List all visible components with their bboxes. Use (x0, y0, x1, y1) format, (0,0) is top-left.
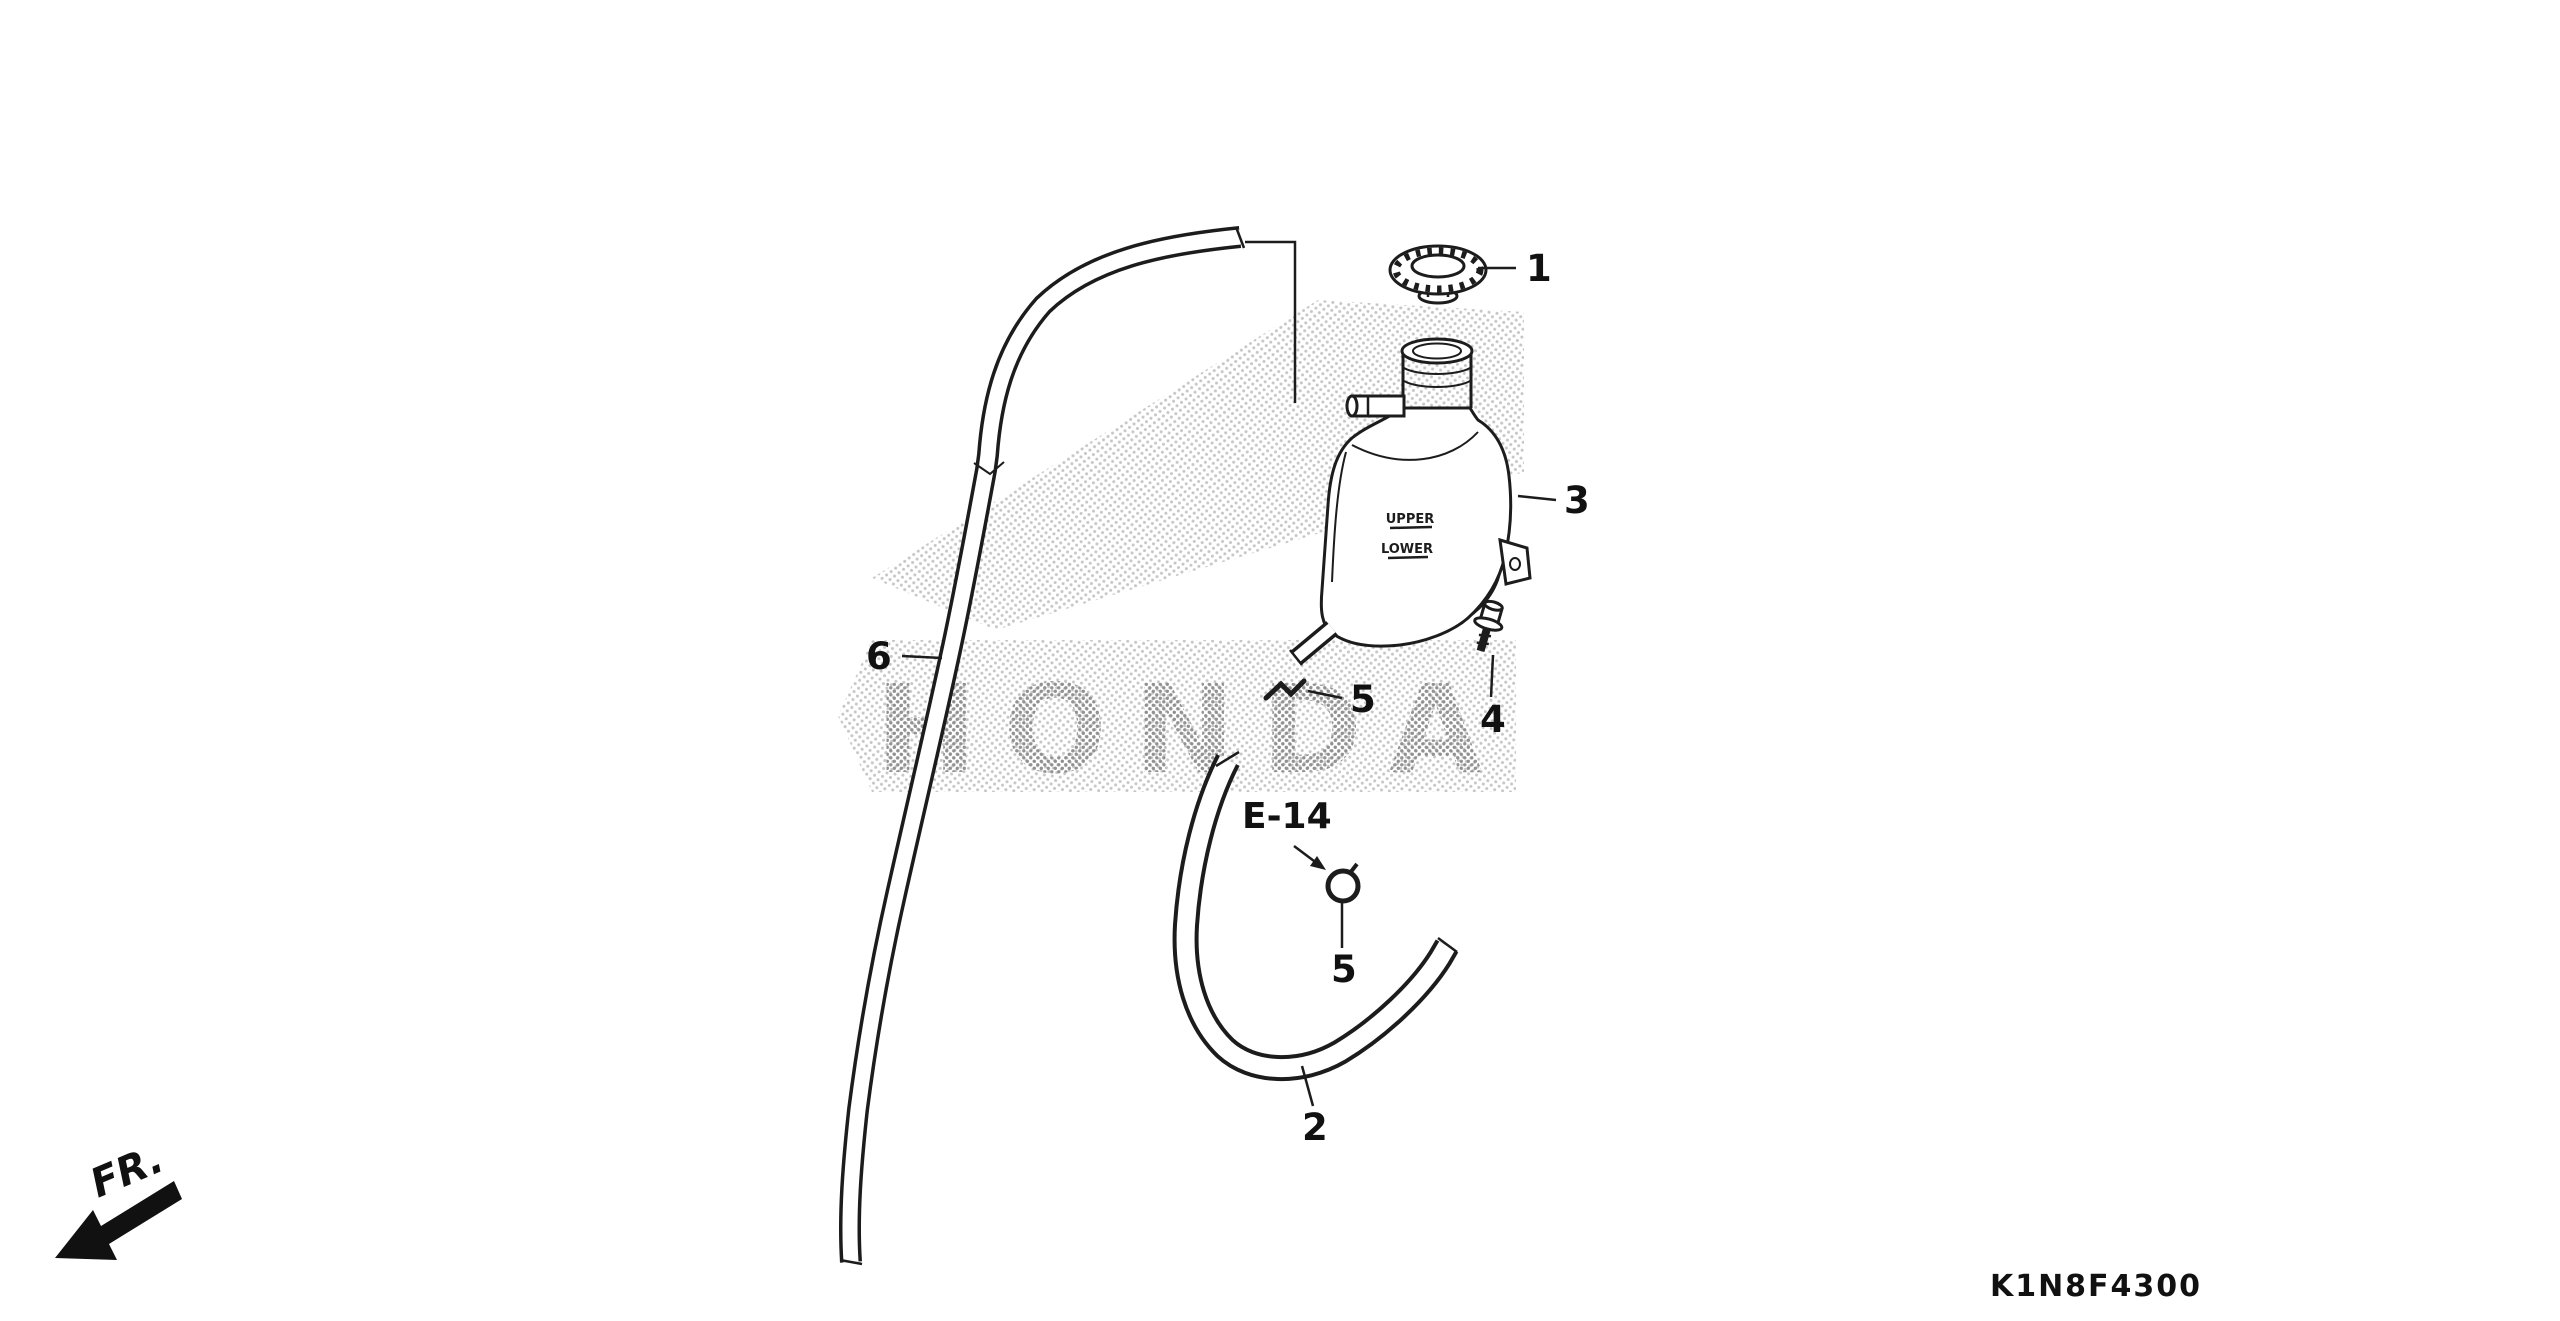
cap-top (1410, 253, 1466, 279)
tank-outlet-spout (1289, 621, 1338, 666)
callout-line-bolt (1489, 654, 1495, 698)
callout-3: 3 (1564, 479, 1590, 522)
hose-clamp-b (1325, 862, 1361, 904)
callout-line-lower-hose (1300, 1065, 1315, 1107)
callout-leaders (901, 266, 1557, 1107)
callout-line-upper-hose (901, 654, 943, 660)
upper-hose-bend-mark (973, 461, 1005, 476)
tank-lower-mark: LOWER (1381, 542, 1433, 557)
watermark-band-lower (838, 640, 1516, 792)
hose-clamp-a (1263, 678, 1307, 701)
tank-left-contour (1331, 451, 1347, 583)
diagram-part-code: K1N8F4300 (1990, 1269, 2202, 1304)
lower-hose-end-cut (1437, 936, 1458, 954)
tank-inlet-tube (1345, 394, 1406, 418)
lower-hose (1172, 750, 1459, 1081)
callout-1: 1 (1526, 247, 1552, 290)
tank-cap (1388, 244, 1488, 305)
upper-hose-bottom-cut (839, 1258, 863, 1266)
callout-6: 6 (866, 635, 892, 678)
cap-knurl-ring (1392, 247, 1484, 293)
e14-label: E-14 (1242, 796, 1332, 837)
e14-arrowhead (1310, 856, 1326, 870)
watermark-band-diagonal (872, 300, 1524, 630)
hose-routing-leader (1245, 240, 1297, 403)
callout-4: 4 (1480, 698, 1506, 741)
lower-hose-top-cut (1215, 750, 1240, 768)
callout-line-clamp-a (1307, 689, 1343, 700)
callout-2: 2 (1302, 1106, 1328, 1149)
reserve-tank: UPPER LOWER (1289, 337, 1532, 666)
upper-hose-top-cut (1234, 226, 1246, 249)
tank-mount-tab (1498, 537, 1532, 586)
front-arrow (55, 1181, 182, 1260)
watermark-halftone: HONDA (838, 300, 1524, 801)
callout-5b: 5 (1331, 948, 1357, 991)
front-direction: FR. (55, 1136, 182, 1260)
watermark-honda-text: HONDA (875, 659, 1509, 801)
e14-reference: E-14 (1242, 796, 1332, 870)
callout-numbers: 1 3 4 5 5 6 2 (866, 247, 1590, 1149)
tank-neck-thread (1403, 367, 1471, 375)
tank-shoulder-seam (1351, 431, 1479, 461)
mount-bolt (1473, 599, 1504, 653)
upper-hose (838, 226, 1246, 1266)
callout-line-tank (1517, 494, 1557, 502)
tank-upper-mark: UPPER (1386, 512, 1435, 527)
callout-5a: 5 (1350, 678, 1376, 721)
